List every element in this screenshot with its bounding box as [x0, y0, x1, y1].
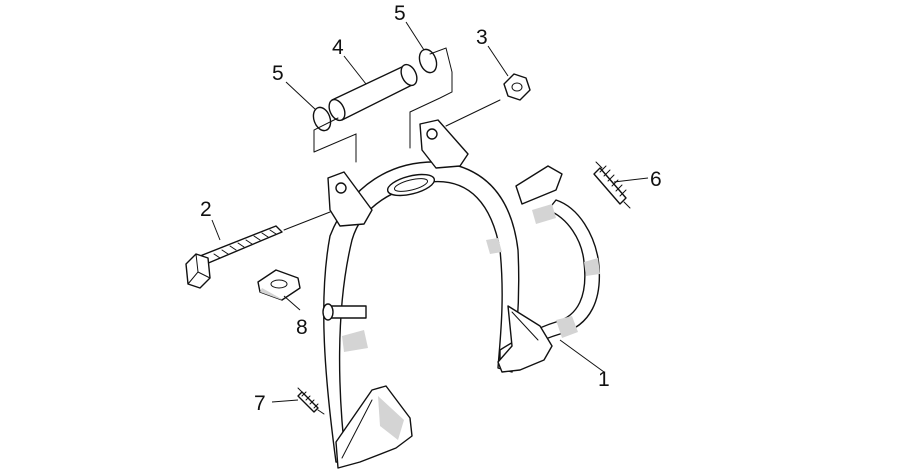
spring-part-7: [297, 387, 325, 415]
callout-5-left: 5: [272, 62, 284, 85]
callout-7: 7: [254, 392, 266, 415]
leader-line-4: [343, 55, 367, 85]
o-ring-part-5-left: [312, 106, 332, 132]
leader-line-8: [283, 295, 301, 311]
bolt-part-2: [185, 211, 331, 289]
leader-line-6: [613, 177, 649, 183]
callout-8: 8: [296, 316, 308, 339]
nut-part-3: [445, 73, 531, 127]
spring-part-6: [593, 161, 631, 209]
sleeve-part-4: [328, 63, 418, 122]
callout-2: 2: [200, 198, 212, 221]
callout-4: 4: [332, 36, 344, 59]
leader-line-7: [271, 399, 299, 403]
callout-6: 6: [650, 168, 662, 191]
callout-1: 1: [598, 368, 610, 391]
center-stand-frame: [322, 119, 601, 469]
callout-5-right: 5: [394, 2, 406, 25]
nut-plate-part-8: [257, 269, 301, 301]
callout-3: 3: [476, 26, 488, 49]
leader-line-3: [487, 45, 509, 77]
leader-line-5b: [405, 21, 425, 51]
leader-line-2: [211, 219, 221, 241]
leader-line-1: [559, 339, 605, 373]
assembly-guide-outline: [313, 47, 453, 163]
leader-line-5a: [285, 81, 317, 111]
